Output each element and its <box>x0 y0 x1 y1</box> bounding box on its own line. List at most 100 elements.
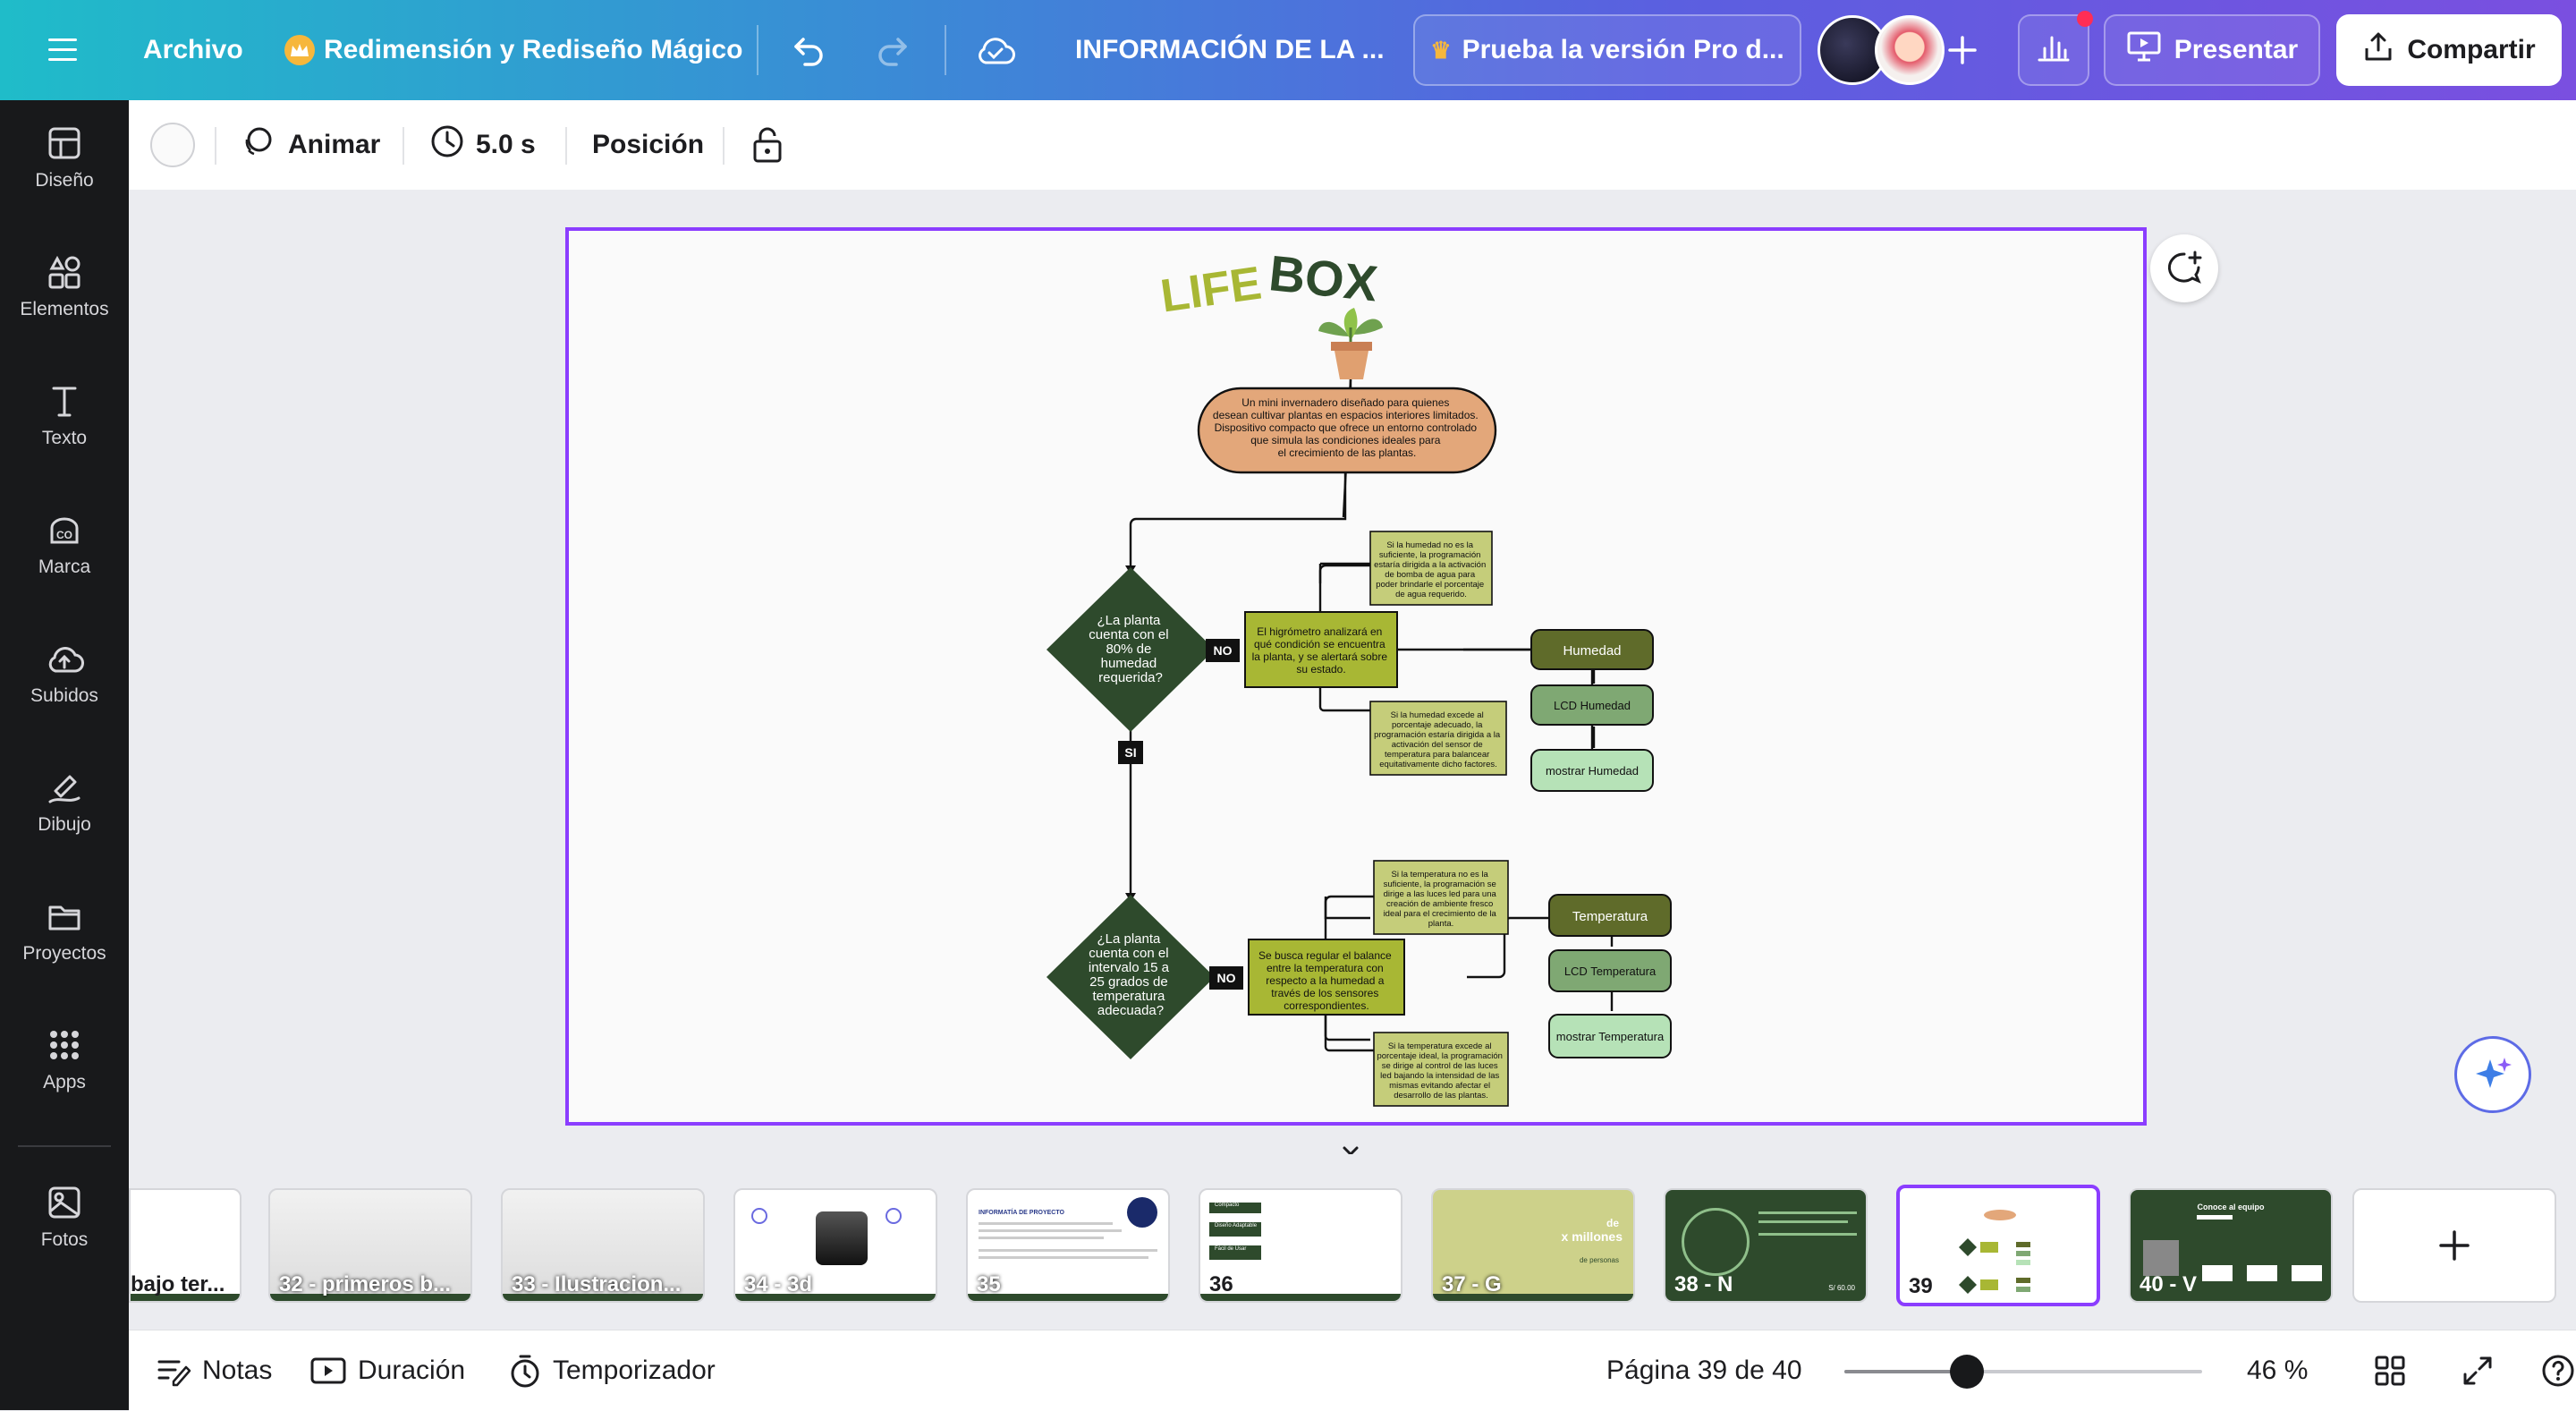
try-pro-button[interactable]: ♛ Prueba la versión Pro d... <box>1413 14 1801 86</box>
add-page-button[interactable] <box>2352 1188 2556 1303</box>
comment-plus-icon <box>2167 251 2202 284</box>
decision-diamond-humidity[interactable] <box>1046 567 1215 732</box>
apps-grid-icon <box>50 1031 79 1059</box>
page-indicator[interactable]: Página 39 de 40 <box>1606 1356 1802 1385</box>
sidebar-item-photos[interactable]: Fotos <box>0 1160 129 1276</box>
position-button[interactable]: Posición <box>592 130 705 159</box>
page-thumbnail[interactable]: S/ 60.00 38 - N <box>1664 1188 1868 1303</box>
zoom-level[interactable]: 46 % <box>2247 1356 2309 1385</box>
magic-resize-button[interactable]: Redimensión y Rediseño Mágico <box>284 0 742 100</box>
crown-icon: ♛ <box>1430 36 1452 64</box>
thumb-36-tag: Fácil de Usar <box>1209 1245 1261 1260</box>
grid-view-icon[interactable] <box>2374 1330 2406 1411</box>
notes-button[interactable]: Notas <box>156 1330 272 1411</box>
sidebar-item-apps[interactable]: Apps <box>0 1002 129 1118</box>
zoom-slider-handle[interactable] <box>1950 1355 1985 1389</box>
temperature-balance-box[interactable] <box>1248 939 1405 1016</box>
slide-canvas[interactable]: LIFE BOX <box>565 227 2147 1126</box>
connector-line <box>1324 1015 1374 1052</box>
thumb-38-price: S/ 60.00 <box>1828 1284 1855 1292</box>
help-icon[interactable] <box>2540 1330 2576 1411</box>
divider <box>18 1145 111 1147</box>
temperature-low-box[interactable] <box>1373 860 1509 935</box>
temperature-high-box[interactable] <box>1373 1032 1509 1107</box>
share-button[interactable]: Compartir <box>2336 14 2562 86</box>
page-thumbnail-active[interactable]: 39 <box>1896 1185 2100 1306</box>
page-thumbnail[interactable]: 34 - 3d <box>733 1188 937 1303</box>
hygrometer-box[interactable] <box>1244 611 1398 688</box>
pen-icon <box>48 775 80 803</box>
sidebar-item-projects[interactable]: Proyectos <box>0 873 129 990</box>
no-badge <box>1209 966 1243 990</box>
page-thumbnail[interactable]: bajo ter... <box>129 1188 242 1303</box>
timer-button[interactable]: Temporizador <box>508 1330 716 1411</box>
plus-icon <box>2439 1230 2470 1261</box>
shapes-icon <box>48 255 80 289</box>
humidity-high-box[interactable] <box>1369 701 1507 776</box>
thumb-37-text: de <box>1606 1217 1619 1229</box>
animate-button[interactable]: Animar <box>242 100 380 190</box>
zoom-slider[interactable] <box>1844 1355 2202 1389</box>
sidebar-item-design[interactable]: Diseño <box>0 100 129 217</box>
intro-pill[interactable] <box>1197 387 1497 474</box>
page-thumbnail[interactable]: Compacto Diseño Adaptable Fácil de Usar … <box>1199 1188 1402 1303</box>
pill-mostrar-temperatura[interactable] <box>1548 1014 1672 1058</box>
avatar[interactable] <box>1875 15 1945 85</box>
pill-mostrar-humedad[interactable] <box>1530 749 1654 792</box>
collaborators <box>1818 0 1945 100</box>
footer-bar: Notas Duración Temporizador Página 39 de… <box>129 1330 2576 1411</box>
file-menu[interactable]: Archivo <box>143 35 243 64</box>
hamburger-menu-icon[interactable] <box>48 0 80 100</box>
cloud-saved-icon[interactable] <box>975 0 1016 100</box>
duration-footer-button[interactable]: Duración <box>309 1330 465 1411</box>
humidity-low-box[interactable] <box>1369 531 1493 606</box>
divider <box>215 127 216 165</box>
page-thumbnail[interactable]: Conoce al equipo 40 - V <box>2129 1188 2333 1303</box>
decision-diamond-temperature[interactable] <box>1046 895 1215 1059</box>
si-label: SI <box>1124 745 1136 760</box>
divider <box>402 127 404 165</box>
present-icon <box>2126 30 2162 70</box>
fullscreen-icon[interactable] <box>2462 1330 2494 1411</box>
analytics-button[interactable] <box>2018 11 2093 86</box>
context-toolbar: Animar 5.0 s Posición <box>129 100 2576 191</box>
present-button[interactable]: Presentar <box>2104 14 2320 86</box>
device-render-image <box>816 1211 868 1265</box>
sidebar-item-text[interactable]: Texto <box>0 358 129 474</box>
folder-icon <box>48 905 80 931</box>
divider <box>757 25 758 75</box>
sidebar-item-draw[interactable]: Dibujo <box>0 744 129 861</box>
magic-resize-label: Redimensión y Rediseño Mágico <box>324 35 743 64</box>
pill-temperatura[interactable] <box>1548 894 1672 937</box>
humidity-high-text: Si la humedad excede al porcentaje adecu… <box>1374 710 1503 769</box>
flowchart-diagram: LIFE BOX <box>1046 244 1672 1107</box>
pill-temperatura-label: Temperatura <box>1572 909 1648 924</box>
sidebar-item-elements[interactable]: Elementos <box>0 229 129 345</box>
crown-icon <box>284 35 315 65</box>
color-swatch[interactable] <box>150 100 195 190</box>
sidebar-item-uploads[interactable]: Subidos <box>0 616 129 732</box>
add-comment-button[interactable] <box>2150 234 2218 302</box>
hygrometer-text: El higrómetro analizará en qué condición… <box>1252 625 1391 676</box>
add-collaborator-icon[interactable] <box>1946 0 1979 100</box>
pill-lcd-temperatura[interactable] <box>1548 949 1672 992</box>
magic-assistant-button[interactable] <box>2454 1036 2531 1113</box>
thumb-36-tag: Diseño Adaptable <box>1209 1222 1261 1237</box>
page-thumbnail[interactable]: 32 - primeros b... <box>268 1188 472 1303</box>
pill-humedad-label: Humedad <box>1563 643 1621 659</box>
zoom-slider-fill <box>1844 1370 1968 1373</box>
page-thumbnail[interactable]: de x millones de personas 37 - G <box>1431 1188 1635 1303</box>
sparkle-icon <box>2476 1058 2512 1088</box>
page-thumbnail[interactable]: INFORMATÍA DE PROYECTO 35 <box>966 1188 1170 1303</box>
divider <box>945 25 946 75</box>
document-title[interactable]: INFORMACIÓN DE LA ... <box>1075 35 1385 64</box>
pill-lcd-temperatura-label: LCD Temperatura <box>1564 965 1657 978</box>
undo-icon[interactable] <box>791 0 826 100</box>
duration-button[interactable]: 5.0 s <box>429 100 536 190</box>
pill-mostrar-humedad-label: mostrar Humedad <box>1546 764 1639 778</box>
animate-icon <box>242 123 277 166</box>
sidebar-item-brand[interactable]: CO Marca <box>0 487 129 603</box>
redo-icon[interactable] <box>875 0 911 100</box>
lock-icon[interactable] <box>750 100 785 190</box>
page-thumbnail[interactable]: 33 - Ilustracion... <box>501 1188 705 1303</box>
